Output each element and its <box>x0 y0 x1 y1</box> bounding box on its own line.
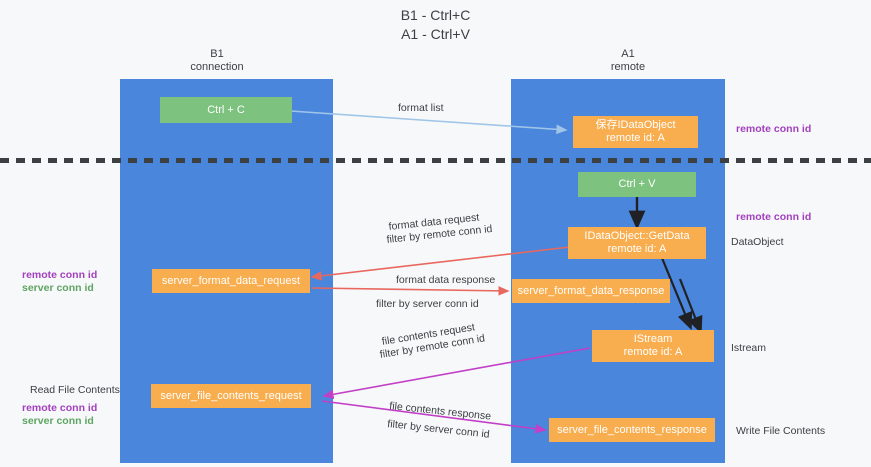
annotation-right-remote-conn-id-top: remote conn id <box>736 123 812 135</box>
title-line-1: B1 - Ctrl+C <box>400 7 471 23</box>
annotation-left-remote-conn-id-bottom: remote conn id <box>22 402 98 414</box>
annotation-right-write-file-contents: Write File Contents <box>736 425 826 437</box>
node-ctrl-c-label: Ctrl + C <box>207 103 245 116</box>
filter-prefix: filter by <box>386 230 424 246</box>
edge-label-format-data-response-filter: filter by server conn id <box>376 298 479 311</box>
node-save-idataobject[interactable]: 保存IDataObject remote id: A <box>573 116 698 148</box>
title-line-2: A1 - Ctrl+V <box>401 26 470 42</box>
annotation-right-remote-conn-id-mid: remote conn id <box>736 211 812 223</box>
phase-divider-dashed-line <box>0 158 871 163</box>
lane-header-b1-title: B1 <box>210 48 224 60</box>
node-server-format-data-response[interactable]: server_format_data_response <box>512 279 670 303</box>
filter-prefix: filter by <box>386 418 425 434</box>
lane-header-a1-title: A1 <box>621 48 635 60</box>
node-idataobject-getdata-line1: IDataObject::GetData <box>584 230 690 242</box>
node-save-idataobject-line2: remote id: A <box>606 132 665 144</box>
annotation-left-server-conn-id-mid: server conn id <box>22 282 94 294</box>
edge-label-format-data-response: format data response <box>396 274 496 286</box>
page-title: B1 - Ctrl+C A1 - Ctrl+V <box>0 6 871 44</box>
node-server-format-data-request-label: server_format_data_request <box>161 274 301 287</box>
node-ctrl-c[interactable]: Ctrl + C <box>160 97 292 123</box>
node-idataobject-getdata-line2: remote id: A <box>607 243 667 255</box>
lane-header-a1-subtitle: remote <box>610 61 646 73</box>
node-ctrl-v-label: Ctrl + V <box>618 178 656 190</box>
lane-header-a1: A1 remote <box>553 48 703 74</box>
node-server-file-contents-request[interactable]: server_file_contents_request <box>151 384 311 408</box>
node-server-file-contents-response-label: server_file_contents_response <box>557 423 707 436</box>
annotation-right-istream: Istream <box>731 342 767 354</box>
edge-label-format-list: format list <box>398 102 444 114</box>
filter-key-server-conn-id: server conn id <box>423 421 491 441</box>
node-ctrl-v[interactable]: Ctrl + V <box>578 172 696 197</box>
node-save-idataobject-line1: 保存IDataObject <box>595 119 676 131</box>
annotation-left-server-conn-id-bottom: server conn id <box>22 415 94 427</box>
node-server-format-data-response-label: server_format_data_response <box>517 284 665 297</box>
node-server-file-contents-request-label: server_file_contents_request <box>160 389 302 402</box>
annotation-left-read-file-contents: Read File Contents <box>30 384 120 396</box>
lane-header-b1-subtitle: connection <box>190 61 244 73</box>
node-istream[interactable]: IStream remote id: A <box>592 330 714 362</box>
annotation-right-dataobject: DataObject <box>731 236 784 248</box>
annotation-left-remote-conn-id-mid: remote conn id <box>22 269 98 281</box>
node-idataobject-getdata[interactable]: IDataObject::GetData remote id: A <box>568 227 706 259</box>
filter-prefix: filter by <box>376 298 413 310</box>
node-server-format-data-request[interactable]: server_format_data_request <box>152 269 310 293</box>
node-istream-line1: IStream <box>633 333 673 345</box>
filter-key-server-conn-id: server conn id <box>412 298 479 310</box>
node-istream-line2: remote id: A <box>623 346 683 358</box>
lane-header-b1: B1 connection <box>142 48 292 74</box>
node-server-file-contents-response[interactable]: server_file_contents_response <box>549 418 715 442</box>
